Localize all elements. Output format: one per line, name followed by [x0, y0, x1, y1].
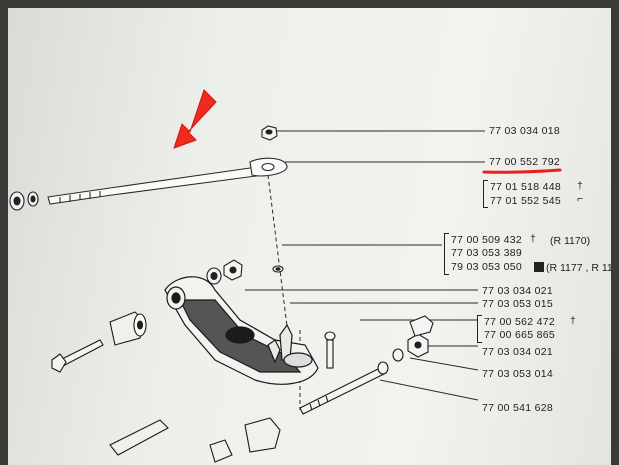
- tie-rod-drawing: [47, 157, 288, 205]
- part-nut-lower: 77 03 034 021: [482, 346, 554, 358]
- red-arrow-icon: [173, 89, 217, 149]
- arm-washers-drawing: [206, 259, 284, 285]
- bracket-bush: [477, 315, 482, 343]
- bracket-arm: [444, 233, 449, 275]
- part-bush-b: 77 00 665 865: [484, 329, 556, 341]
- axis-line-a: [267, 174, 291, 351]
- catalog-page: [8, 8, 611, 465]
- part-bush-a: 77 00 562 472: [484, 316, 556, 328]
- left-washers-drawing: [9, 191, 39, 211]
- part-rod-end-b: 77 01 552 545: [490, 195, 562, 207]
- part-bolt: 77 03 053 015: [482, 298, 554, 310]
- part-rod-end-a: 77 01 518 448: [490, 181, 562, 193]
- leader-nut-lower-b: [409, 357, 479, 371]
- leader-long-bolt: [379, 379, 479, 401]
- part-tie-rod: 77 00 552 792: [489, 156, 561, 168]
- bracket-rod-end: [483, 180, 488, 208]
- small-bolt-drawing: [324, 315, 434, 369]
- mark-bush-a: †: [570, 315, 576, 327]
- long-bolt-drawing: [299, 361, 389, 415]
- part-arm-b: 77 03 053 389: [451, 247, 523, 259]
- mark-arm-a: †: [530, 233, 536, 245]
- mark-rod-end-a: †: [577, 180, 583, 192]
- nut-top-drawing: [261, 125, 278, 141]
- bolt-drawing: [51, 339, 104, 373]
- control-arm-drawing: [164, 276, 319, 385]
- note-arm-a: (R 1170): [550, 235, 591, 247]
- part-nut-top: 77 03 034 018: [489, 125, 561, 137]
- bush-drawing: [109, 311, 147, 346]
- lower-parts-drawing: [109, 417, 281, 463]
- part-arm-a: 77 00 509 432: [451, 234, 523, 246]
- part-arm-c: 79 03 053 050: [451, 261, 523, 273]
- note-arm-c: (R 1177 , R 11: [546, 262, 613, 274]
- cross-box-icon: [534, 262, 544, 272]
- part-long-bolt: 77 00 541 628: [482, 402, 554, 414]
- mark-rod-end-b: ⌐: [577, 193, 584, 205]
- highlight-underline: [482, 168, 562, 174]
- part-washer: 77 03 034 021: [482, 285, 554, 297]
- part-nut-lower-b: 77 03 053 014: [482, 368, 554, 380]
